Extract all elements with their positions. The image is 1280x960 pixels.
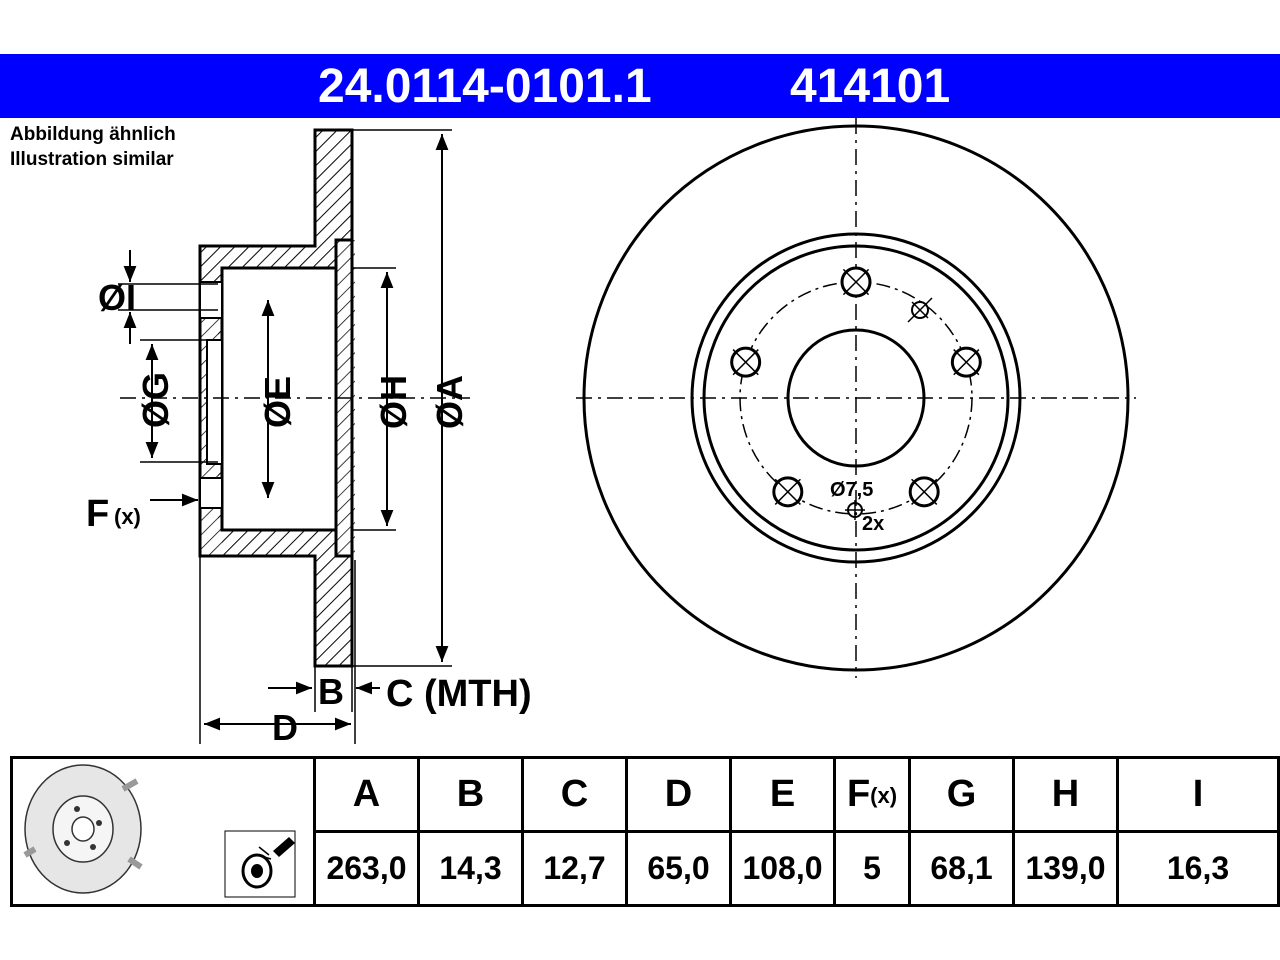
value-e: 108,0	[729, 830, 836, 907]
header-c: C	[521, 756, 628, 833]
hub-cavity	[220, 266, 338, 532]
label-dia-h: ØH	[373, 375, 414, 429]
bolt-hole	[908, 476, 940, 508]
label-d: D	[272, 707, 298, 748]
header-b: B	[417, 756, 524, 833]
bolt-hole	[730, 346, 762, 378]
small-hole-bottom	[845, 500, 865, 520]
bolt-hole	[840, 266, 872, 298]
label-c: C (MTH)	[386, 673, 532, 715]
value-b: 14,3	[417, 830, 524, 907]
label-dia-i: ØI	[98, 277, 136, 318]
spray-icon	[224, 830, 296, 898]
label-f: F	[86, 493, 109, 535]
label-b: B	[318, 671, 344, 712]
value-d: 65,0	[625, 830, 732, 907]
label-dia-a: ØA	[429, 375, 470, 429]
header-i: I	[1116, 756, 1280, 833]
title-bar	[0, 54, 1280, 118]
header-h: H	[1012, 756, 1119, 833]
front-view: Ø7,5 2x	[576, 118, 1136, 678]
label-dia-g: ØG	[135, 372, 176, 428]
value-h: 139,0	[1012, 830, 1119, 907]
center-bore	[786, 328, 926, 468]
small-hole-top	[907, 297, 933, 323]
label-hole-dia: Ø7,5	[830, 479, 873, 501]
spec-table: A B C D E F(x) G H I 263,0 14,3 12,7 65,…	[10, 756, 1280, 907]
disc-outer-edge	[582, 124, 1130, 672]
header-a: A	[313, 756, 420, 833]
reference-number: 414101	[790, 60, 951, 113]
header-e: E	[729, 756, 836, 833]
product-thumbnail-cell	[10, 756, 316, 907]
header-g: G	[908, 756, 1015, 833]
bolt-hole	[950, 346, 982, 378]
label-hole-count: 2x	[862, 513, 884, 535]
illustration-note-de: Abbildung ähnlich	[10, 124, 176, 145]
friction-ring-inner	[690, 232, 1022, 564]
hat-edge	[702, 244, 1010, 552]
value-a: 263,0	[313, 830, 420, 907]
value-c: 12,7	[521, 830, 628, 907]
header-f-main: F	[846, 773, 871, 815]
value-f: 5	[833, 830, 911, 907]
header-f-sub: (x)	[870, 782, 898, 808]
label-f-sub: (x)	[114, 504, 141, 529]
product-thumbnail	[23, 764, 296, 898]
article-number: 24.0114-0101.1	[318, 60, 652, 113]
header-d: D	[625, 756, 732, 833]
bolt-hole-section-lower	[199, 477, 223, 509]
header-f: F(x)	[833, 756, 911, 833]
value-g: 68,1	[908, 830, 1015, 907]
illustration-note-en: Illustration similar	[10, 149, 174, 170]
label-dia-e: ØE	[257, 376, 298, 428]
bolt-holes	[730, 266, 982, 508]
bolt-hole	[772, 476, 804, 508]
centering-bore	[206, 339, 223, 465]
bolt-hole-section	[199, 281, 223, 319]
cross-section-view: ØI ØG ØE ØH ØA F (x) B C (MTH) D	[86, 128, 532, 748]
value-i: 16,3	[1116, 830, 1280, 907]
